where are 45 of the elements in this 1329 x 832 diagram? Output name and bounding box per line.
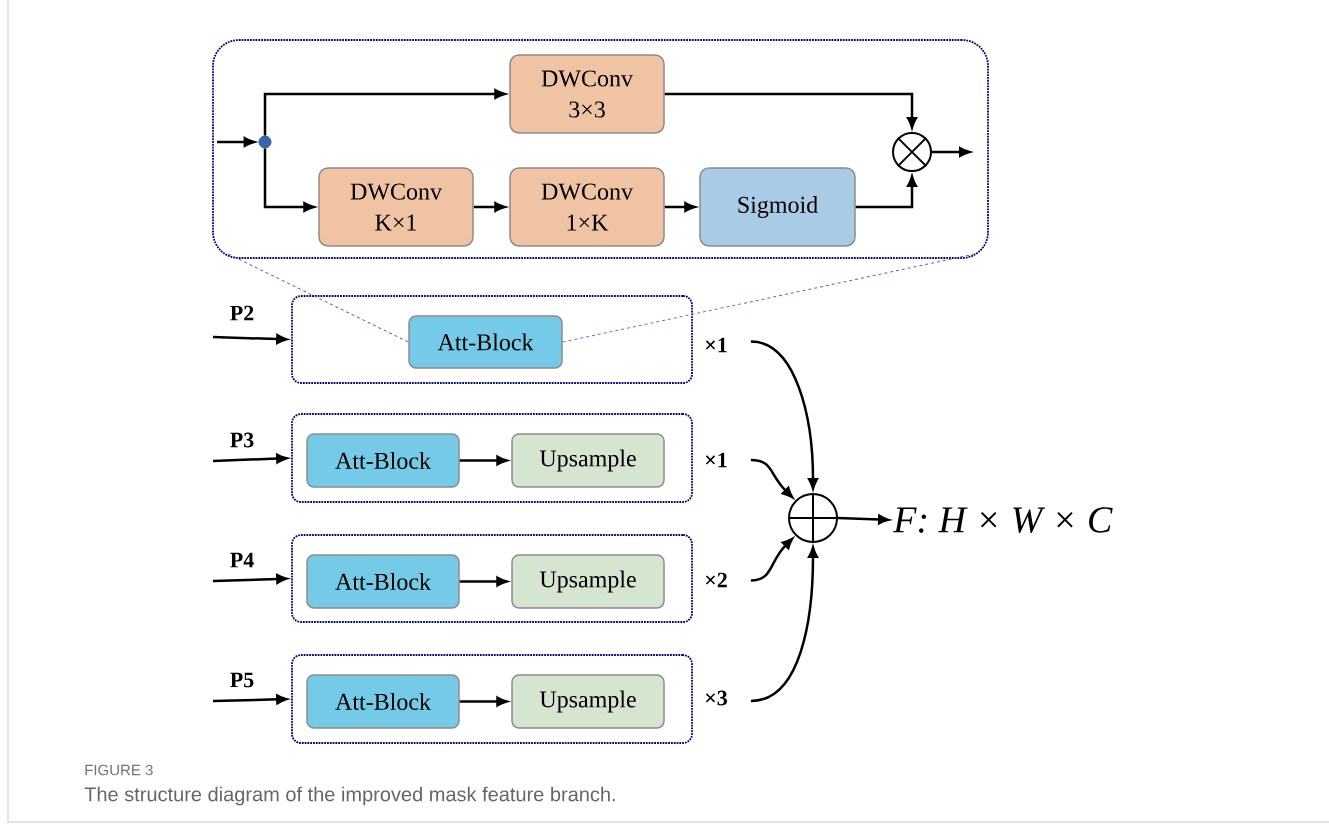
output-formula: F: H × W × C xyxy=(893,507,1113,533)
arrow xyxy=(837,514,890,525)
arrow xyxy=(473,202,506,212)
sum-symbol xyxy=(787,492,839,544)
arrow xyxy=(750,458,794,499)
conv-box: DWConv 3×3 xyxy=(509,54,665,134)
conv-box: DWConv K×1 xyxy=(318,167,474,247)
upsample-box: Upsample xyxy=(511,433,665,488)
leader-line xyxy=(227,253,409,343)
arrow xyxy=(212,453,288,464)
edge-label: P3 xyxy=(230,432,254,448)
leader-line xyxy=(562,253,976,343)
zoom-panel xyxy=(212,39,989,259)
attention-block: Att-Block xyxy=(408,315,563,369)
arrow xyxy=(750,340,818,490)
arrow xyxy=(212,694,288,705)
multiply-symbol xyxy=(892,132,932,172)
upsample-box: Upsample xyxy=(511,674,665,729)
edge-label: ×1 xyxy=(705,452,727,468)
group-box xyxy=(291,413,693,503)
edge-label: P5 xyxy=(230,672,254,688)
arrow xyxy=(263,148,315,212)
group-box xyxy=(291,654,693,744)
arrow xyxy=(932,147,971,157)
group-box xyxy=(291,534,693,623)
arrow xyxy=(855,175,917,209)
attention-block: Att-Block xyxy=(306,674,460,729)
attention-block: Att-Block xyxy=(306,433,460,488)
arrow xyxy=(664,202,696,212)
arrow xyxy=(750,546,818,703)
edge-label: ×1 xyxy=(705,337,727,353)
upsample-box: Upsample xyxy=(511,554,665,609)
arrow xyxy=(664,92,917,129)
figure-label: FIGURE 3 xyxy=(85,764,153,776)
attention-block: Att-Block xyxy=(306,554,460,609)
edge-label: P2 xyxy=(230,305,254,321)
sigmoid-box: Sigmoid xyxy=(699,167,856,247)
arrow xyxy=(263,89,506,136)
arrow xyxy=(750,537,794,582)
conv-box: DWConv 1×K xyxy=(509,167,665,247)
edge-label: ×2 xyxy=(705,572,727,588)
edge-label: P4 xyxy=(230,552,254,568)
edge-label: ×3 xyxy=(705,690,728,706)
caption: The structure diagram of the improved mask feature branch. xyxy=(84,786,615,806)
group-box xyxy=(291,295,693,384)
